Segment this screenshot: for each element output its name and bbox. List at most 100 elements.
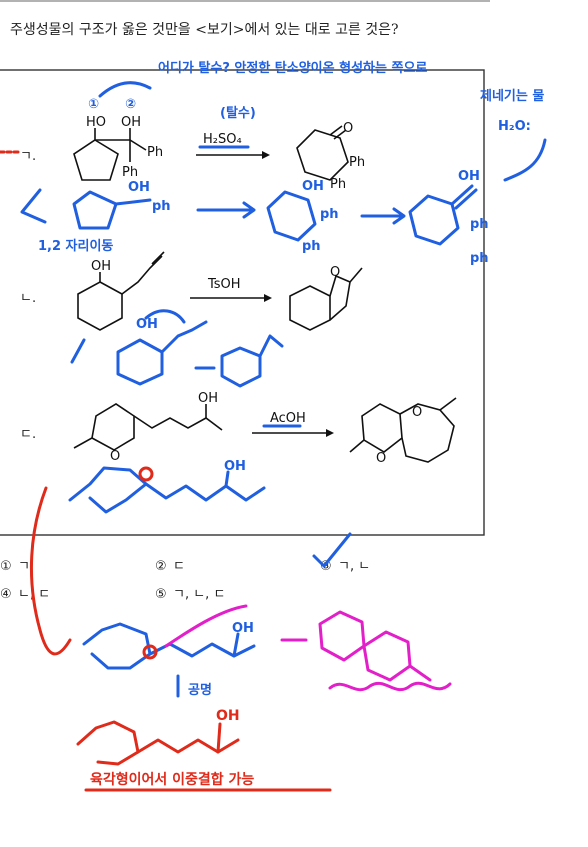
annotation-text: OH	[216, 708, 240, 724]
choice: ⑤	[155, 587, 167, 602]
annotation-text: OH	[128, 180, 150, 195]
drawn-chain	[144, 482, 266, 502]
ph-label: Ph	[330, 177, 346, 192]
oh-label: HO	[86, 115, 106, 130]
reagent: AcOH	[270, 411, 306, 426]
magenta-ring	[318, 610, 366, 662]
choice: ④	[0, 587, 12, 602]
oh-label: OH	[121, 115, 141, 130]
bond	[329, 125, 343, 136]
drawn-ring	[266, 190, 317, 242]
annotation-text: OH	[458, 169, 480, 184]
curved-arrow	[98, 81, 152, 98]
annotation-text: OH	[136, 317, 158, 332]
choice: ①	[0, 559, 12, 574]
drawn-ring	[72, 190, 118, 230]
ring-o: O	[110, 449, 120, 464]
benzene-ring	[289, 285, 331, 331]
drawn-ring	[220, 346, 262, 388]
bond	[151, 251, 165, 265]
choice: ㄱ	[18, 559, 30, 574]
furan-ring	[329, 274, 351, 321]
bond	[129, 139, 147, 151]
annotation-text: 1,2 자리이동	[38, 238, 113, 254]
annotation-text: ph	[152, 199, 171, 214]
annotation-d: OH	[68, 459, 266, 514]
red-chain	[136, 738, 240, 754]
curved-arrow	[144, 309, 186, 324]
arrow-head	[262, 151, 270, 159]
ph-label: Ph	[122, 165, 138, 180]
magenta-arrow	[164, 604, 248, 648]
annotation-text: 제네기는 물	[480, 88, 544, 104]
annotation-text: OH	[232, 621, 254, 636]
red-bracket	[29, 486, 72, 656]
annotation-text: 어디가 탈수? 안정한 탄소양이온 형성하는 쪽으로	[158, 60, 427, 76]
red-mark	[138, 466, 154, 482]
ring-o: O	[412, 405, 422, 420]
red-bond	[216, 722, 222, 754]
mech-arrow	[20, 188, 47, 224]
reaction-label: ㄴ.	[20, 291, 36, 306]
ph-label: Ph	[147, 145, 163, 160]
magenta-underline	[328, 681, 452, 692]
reaction-g: ㄱ. HO OH Ph Ph H₂SO₄ O Ph Ph	[20, 115, 365, 192]
benzene-ring	[77, 281, 123, 331]
red-ring	[76, 720, 140, 766]
choice: ㄱ, ㄴ	[338, 559, 370, 574]
bond	[439, 397, 457, 411]
annotation-text: H₂O:	[498, 119, 531, 134]
question-text: 주생성물의 구조가 옳은 것만을 <보기>에서 있는 대로 고른 것은?	[10, 22, 399, 38]
bond	[349, 267, 363, 283]
annotation-text: (탈수)	[220, 106, 256, 121]
reagent: TsOH	[207, 277, 241, 292]
drawn-bond	[450, 184, 474, 206]
choice: ③	[320, 559, 332, 574]
annotation-g: 어디가 탈수? 안정한 탄소양이온 형성하는 쪽으로 (탈수) ① ② 제네기는…	[0, 60, 547, 266]
annotation-text: ph	[470, 251, 489, 266]
ring-o: O	[330, 265, 340, 280]
annotation-text: ph	[320, 207, 339, 222]
drawn-bond	[114, 198, 152, 206]
carbonyl-o: O	[343, 121, 353, 136]
oxepane-ring	[399, 403, 455, 463]
curved-arrow	[503, 138, 547, 182]
allyl-chain	[121, 255, 163, 295]
bond	[333, 129, 347, 140]
annotation-text: 공명	[188, 682, 212, 698]
drawn-ring	[116, 338, 164, 386]
oh-label: OH	[91, 259, 111, 274]
cyclopentane-ring	[73, 139, 119, 181]
ph-label: Ph	[349, 155, 365, 170]
reaction-label: ㄱ.	[20, 149, 36, 164]
bogi-box	[0, 69, 485, 536]
side-chain	[133, 415, 223, 431]
pyran-ring	[73, 403, 135, 451]
bottom-sketch: OH 공명 OH 육각형이어서 이중결합 가능	[29, 486, 452, 792]
check-mark	[312, 532, 352, 568]
drawn-ring	[82, 622, 152, 670]
product-ring	[361, 403, 403, 453]
red-mark	[142, 644, 158, 660]
annotation-text: ②	[125, 97, 136, 112]
drawn-bond	[232, 632, 240, 658]
choice: ㄷ	[173, 559, 185, 574]
drawn-bond	[224, 470, 230, 488]
arrow-head	[326, 429, 334, 437]
annotation-text: OH	[224, 459, 246, 474]
choice: ㄱ, ㄴ, ㄷ	[173, 587, 225, 602]
annotation-text: ph	[302, 239, 321, 254]
annotation-text: ph	[470, 217, 489, 232]
annotation-text: OH	[302, 179, 324, 194]
reaction-n: ㄴ. OH TsOH O	[20, 251, 363, 331]
annotation-text: ①	[88, 97, 99, 112]
ring-o: O	[376, 451, 386, 466]
cyclohexanone-ring	[296, 129, 349, 181]
drawn-chain	[160, 320, 208, 354]
mech-arrow	[70, 338, 86, 364]
magenta-ring	[362, 630, 412, 682]
arrow-head	[392, 207, 406, 225]
drawn-bond	[454, 188, 478, 210]
answer-choices: ① ㄱ ② ㄷ ③ ㄱ, ㄴ ④ ㄴ, ㄷ ⑤ ㄱ, ㄴ, ㄷ	[0, 532, 370, 602]
